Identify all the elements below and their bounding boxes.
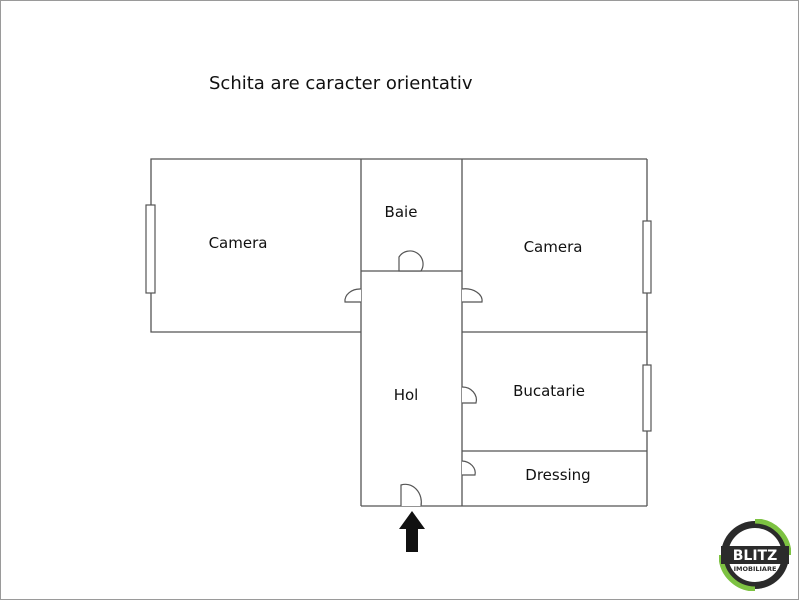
room-label-hol: Hol xyxy=(394,386,419,404)
room-label-camera-left: Camera xyxy=(209,234,268,252)
entrance-arrow-icon xyxy=(399,511,425,552)
doors xyxy=(344,250,483,507)
door-kitchen xyxy=(461,386,477,404)
room-label-dressing: Dressing xyxy=(525,466,590,484)
window-kitchen xyxy=(642,364,652,432)
logo-subtitle-text: IMOBILIARE xyxy=(734,565,777,573)
room-label-baie: Baie xyxy=(385,203,418,221)
windows xyxy=(145,204,652,432)
door-entrance xyxy=(400,483,422,507)
logo-brand-text: BLITZ xyxy=(733,548,778,564)
plan-title: Schita are caracter orientativ xyxy=(209,73,473,94)
door-bathroom xyxy=(398,250,424,272)
door-right-room xyxy=(461,288,483,303)
room-label-bucatarie: Bucatarie xyxy=(513,382,585,400)
room-label-camera-right: Camera xyxy=(524,238,583,256)
window-left-room xyxy=(145,204,156,294)
blitz-logo: BLITZ IMOBILIARE xyxy=(719,519,791,591)
window-right-room xyxy=(642,220,652,294)
logo-band xyxy=(721,546,789,564)
door-dressing xyxy=(461,460,476,476)
door-left-room xyxy=(344,288,362,303)
